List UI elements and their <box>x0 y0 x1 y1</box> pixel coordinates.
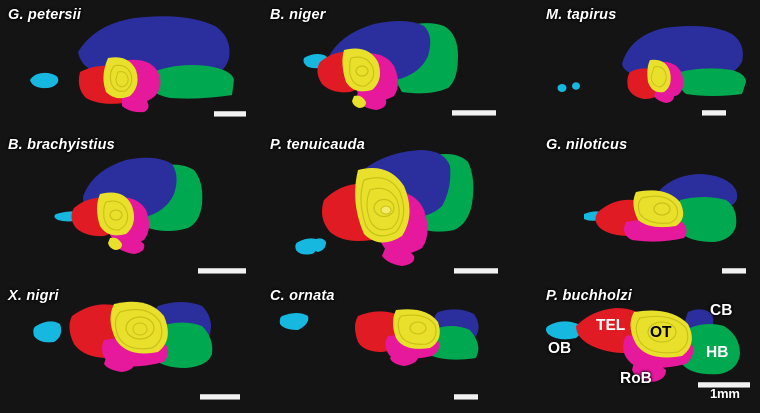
panel-x-nigri: X. nigri <box>0 282 258 413</box>
region-optic-tectum <box>97 192 134 236</box>
scale-bar-b-brachyistius <box>198 268 246 274</box>
species-label-p-buchholzi: P. buchholzi <box>546 288 632 304</box>
scale-bar-m-tapirus <box>702 110 726 116</box>
scale-bar-c-ornata <box>454 394 478 400</box>
panel-g-petersii: G. petersii <box>0 0 258 128</box>
panel-p-buchholzi: P. buchholzi OB <box>534 282 760 413</box>
species-label-g-petersii: G. petersii <box>8 7 82 23</box>
region-olfactory-bulb <box>30 72 59 89</box>
scale-bar-g-petersii <box>214 111 246 117</box>
region-optic-tectum-ventral <box>352 95 366 108</box>
region-olfactory-bulb <box>295 238 326 255</box>
brain-reconstruction-m-tapirus <box>557 26 746 103</box>
region-hindbrain <box>678 197 737 242</box>
region-olfactory-bulb <box>33 321 62 343</box>
species-label-b-niger: B. niger <box>270 7 326 23</box>
region-optic-tectum <box>633 190 684 228</box>
brain-reconstruction-b-brachyistius <box>54 157 203 254</box>
region-optic-tectum <box>110 301 168 354</box>
region-hindbrain <box>679 68 746 96</box>
region-label-cb: CB <box>710 302 733 319</box>
region-olfactory-bulb <box>546 321 581 340</box>
brain-reconstruction-b-niger <box>303 20 458 110</box>
species-label-b-brachyistius: B. brachyistius <box>8 137 115 153</box>
brain-reconstruction-x-nigri <box>33 301 213 372</box>
species-label-p-tenuicauda: P. tenuicauda <box>270 137 366 153</box>
brain-reconstruction-g-petersii <box>30 16 234 113</box>
region-optic-tectum <box>630 310 692 358</box>
region-label-ot: OT <box>650 324 672 341</box>
region-optic-tectum <box>342 48 380 92</box>
region-label-tel: TEL <box>596 317 626 334</box>
region-label-hb: HB <box>706 344 729 361</box>
scale-bar-b-niger <box>452 110 496 116</box>
species-label-c-ornata: C. ornata <box>270 288 335 304</box>
region-optic-tectum <box>647 59 671 93</box>
species-label-m-tapirus: M. tapirus <box>546 7 617 23</box>
scale-bar-caption: 1mm <box>710 386 740 401</box>
panel-b-brachyistius: B. brachyistius <box>0 130 258 278</box>
scale-bar-g-niloticus <box>722 268 746 274</box>
brain-reconstruction-p-buchholzi <box>546 308 740 382</box>
brain-reconstruction-c-ornata <box>279 309 479 366</box>
region-optic-tectum <box>355 168 410 243</box>
region-label-rob: RoB <box>620 370 652 387</box>
region-hindbrain <box>428 326 479 360</box>
scale-bar-p-buchholzi <box>698 382 750 388</box>
scale-bar-x-nigri <box>200 394 240 400</box>
region-optic-tectum-ventral <box>108 237 122 250</box>
species-label-g-niloticus: G. niloticus <box>546 137 628 153</box>
region-hindbrain <box>148 65 234 99</box>
panel-p-tenuicauda: P. tenuicauda <box>262 130 530 278</box>
region-optic-tectum <box>103 57 138 99</box>
region-olfactory-bulb <box>557 82 580 92</box>
brain-reconstruction-p-tenuicauda <box>295 150 474 266</box>
species-label-x-nigri: X. nigri <box>8 288 59 304</box>
panel-g-niloticus: G. niloticus <box>534 130 760 278</box>
scale-bar-p-tenuicauda <box>454 268 498 274</box>
panel-m-tapirus: M. tapirus <box>534 0 760 128</box>
brain-reconstruction-g-niloticus <box>584 174 738 242</box>
panel-c-ornata: C. ornata <box>262 282 530 413</box>
panel-b-niger: B. niger <box>262 0 530 128</box>
region-olfactory-bulb <box>279 313 309 330</box>
region-hindbrain <box>679 324 740 375</box>
region-label-ob: OB <box>548 340 572 357</box>
region-optic-tectum <box>393 309 440 349</box>
